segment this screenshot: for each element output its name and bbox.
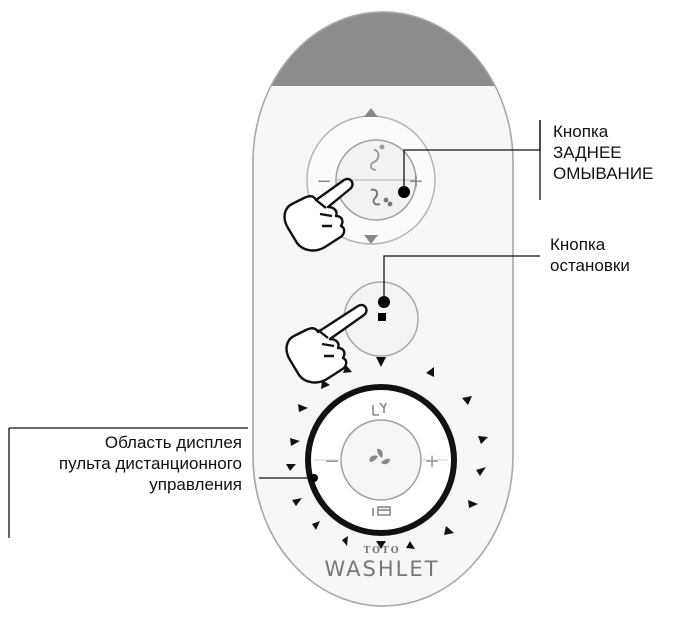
label-line: Кнопка: [550, 234, 630, 255]
brand-logo: WASHLET: [322, 557, 442, 581]
brand-logo-small: TOTO: [352, 546, 412, 556]
stop-icon: [378, 313, 386, 321]
display-area[interactable]: − +: [308, 387, 454, 533]
display-area-label: Область дисплея пульта дистанционного уп…: [10, 432, 242, 495]
plus-icon: +: [424, 451, 439, 472]
stop-button-label: Кнопка остановки: [550, 234, 630, 276]
minus-icon: −: [316, 171, 331, 192]
display-marker: [310, 474, 318, 482]
label-line: остановки: [550, 255, 630, 276]
label-line: Кнопка: [553, 121, 653, 142]
label-line: ОМЫВАНИЕ: [553, 163, 653, 184]
remote-top-band: [250, 8, 516, 86]
label-line: ЗАДНЕЕ: [553, 142, 653, 163]
label-line: Область дисплея: [10, 432, 242, 453]
display-center: [341, 420, 421, 500]
minus-icon: −: [324, 451, 339, 472]
plus-icon: +: [408, 171, 423, 192]
label-line: пульта дистанционного: [10, 453, 242, 474]
label-line: управления: [10, 474, 242, 495]
rear-wash-button-label: Кнопка ЗАДНЕЕ ОМЫВАНИЕ: [553, 121, 653, 184]
